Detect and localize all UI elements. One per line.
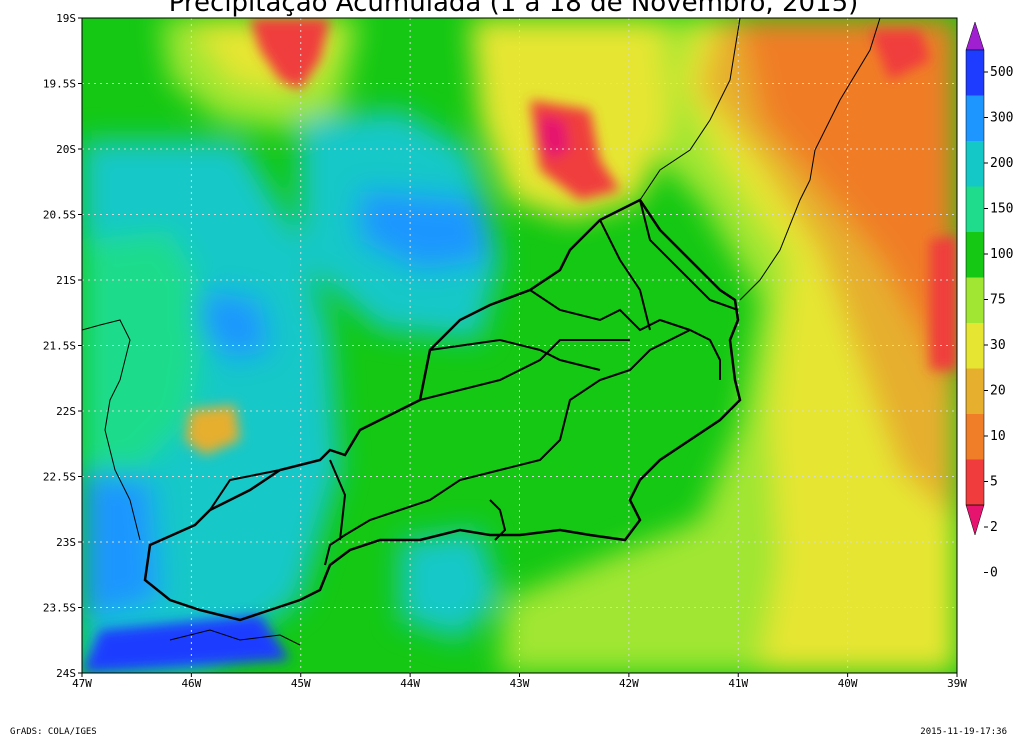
state-borders: [82, 18, 881, 646]
footer-right: 2015-11-19-17:36: [920, 727, 1007, 737]
colorbar-bottom-arrow: [965, 504, 985, 536]
latitude-label: 21S: [56, 274, 76, 287]
colorbar-segment: [966, 414, 984, 460]
map-title: Precipitação Acumulada (1 a 18 de Novemb…: [168, 0, 859, 18]
latitude-label: 22.5S: [43, 471, 76, 484]
longitude-label: 39W: [947, 677, 967, 690]
colorbar-label: 200: [990, 156, 1013, 171]
colorbar-label: 5: [990, 475, 998, 490]
colorbar-label: 100: [990, 247, 1013, 262]
colorbar-label: 30: [990, 338, 1006, 353]
colorbar-label: 0: [990, 566, 998, 581]
latitude-label: 20.5S: [43, 209, 76, 222]
colorbar-label: 2: [990, 520, 998, 535]
latitude-label: 19S: [56, 12, 76, 25]
longitude-label: 44W: [400, 677, 420, 690]
longitude-label: 46W: [181, 677, 201, 690]
latitude-label: 20S: [56, 143, 76, 156]
colorbar-label: 10: [990, 429, 1006, 444]
colorbar-segment: [966, 368, 984, 414]
latitude-label: 19.5S: [43, 78, 76, 91]
gridlines: [82, 18, 957, 673]
colorbar-segment: [966, 323, 984, 369]
colorbar-label: 300: [990, 111, 1013, 126]
colorbar-label: 75: [990, 293, 1006, 308]
colorbar-segment: [966, 277, 984, 323]
longitude-label: 47W: [72, 677, 92, 690]
colorbar-segment: [966, 232, 984, 278]
colorbar-segment: [966, 141, 984, 187]
colorbar-segment: [966, 95, 984, 141]
colorbar-label: 20: [990, 384, 1006, 399]
colorbar-label: 500: [990, 65, 1013, 80]
colorbar-label: 150: [990, 202, 1013, 217]
latitude-axis: 19S 19.5S 20S 20.5S 21S 21.5S 22S 22.5S 23S 23.5S…: [43, 12, 82, 680]
longitude-label: 40W: [838, 677, 858, 690]
longitude-label: 42W: [619, 677, 639, 690]
longitude-axis: 47W 46W 45W 44W 43W 42W 41W 40W 39W: [72, 673, 967, 690]
latitude-label: 22S: [56, 405, 76, 418]
footer-left: GrADS: COLA/IGES: [10, 727, 97, 737]
latitude-label: 23S: [56, 536, 76, 549]
colorbar-top-arrow: [965, 21, 985, 51]
colorbar-segment: [966, 459, 984, 505]
longitude-label: 41W: [728, 677, 748, 690]
latitude-label: 24S: [56, 667, 76, 680]
colorbar-segment: [966, 50, 984, 96]
longitude-label: 43W: [510, 677, 530, 690]
colorbar-segment: [966, 186, 984, 232]
longitude-label: 45W: [291, 677, 311, 690]
latitude-label: 21.5S: [43, 340, 76, 353]
latitude-label: 23.5S: [43, 602, 76, 615]
